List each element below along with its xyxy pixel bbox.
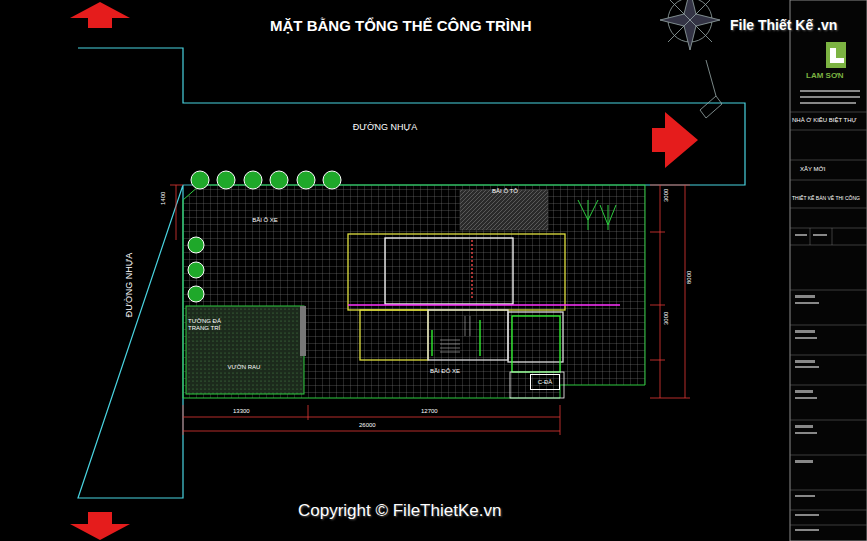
parking-area: BÃI Ô TÔ [470, 184, 540, 198]
watermark: Copyright © FileThietKe.vn [298, 502, 501, 521]
dimension-text: 1400 [160, 191, 167, 206]
dimension-text: 13300 [232, 408, 251, 415]
gate-box: C-ĐÀ [530, 374, 560, 390]
parking-area: BÃI Ô XE [230, 212, 300, 228]
project-type: XÂY MỚI [800, 166, 825, 173]
dimension-text: 8000 [686, 270, 693, 285]
area-label: BÃI Ô TÔ [492, 188, 518, 195]
area-label: ĐƯỜNG NHỰA [125, 253, 135, 318]
dimension-text: 12700 [420, 408, 439, 415]
wall-label: TƯỜNG ĐÁ TRANG TRÍ [188, 318, 232, 331]
area-label: BÃI ĐỖ XE [430, 368, 460, 375]
drawing-phase: THIẾT KẾ BẢN VẼ THI CÔNG [792, 196, 860, 202]
watermark: File Thiết Kế .vn [730, 18, 837, 33]
area-label: C-ĐÀ [538, 379, 553, 386]
project-name: NHÀ Ở KIỂU BIỆT THỰ [792, 117, 857, 124]
road-band: ĐƯỜNG NHỰA [300, 116, 470, 140]
company-name: LAM SƠN [806, 72, 844, 81]
road-band: ĐƯỜNG NHỰA [108, 200, 152, 370]
parking-area: BÃI ĐỖ XE [395, 364, 495, 378]
area-label: BÃI Ô XE [252, 217, 278, 224]
dimension-text: 3000 [663, 311, 670, 326]
dimension-text: 26000 [358, 422, 377, 429]
drawing-title: MẶT BẰNG TỔNG THỂ CÔNG TRÌNH [270, 18, 532, 35]
dimension-text: 3000 [663, 188, 670, 203]
garden-area: VƯỜN RAU [188, 352, 300, 382]
area-label: ĐƯỜNG NHỰA [353, 123, 418, 133]
area-label: VƯỜN RAU [228, 364, 261, 371]
